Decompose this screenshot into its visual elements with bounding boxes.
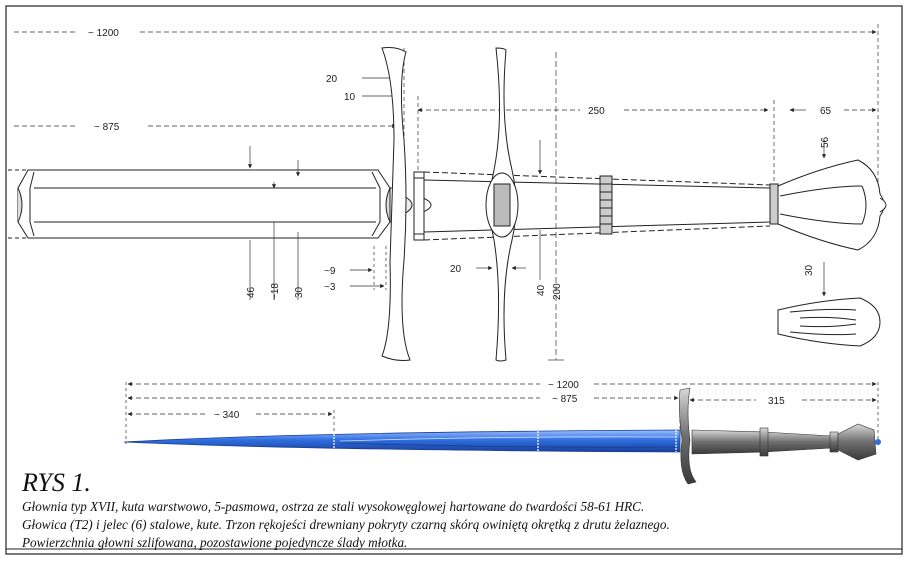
dim-pommel-56: 56 [820,136,831,148]
caption-line-2: Głowica (T2) i jelec (6) stalowe, kute. … [22,517,670,532]
dim-blade-bottom: ~ 875 [552,394,578,405]
dim-blade-18: ~18 [270,283,281,300]
sword-blade [123,429,681,453]
dim-blade-30: 30 [294,286,305,298]
caption-line-3: Powierzchnia głowni szlifowana, pozostaw… [22,535,408,550]
dim-blade-46: 46 [246,286,257,298]
sheet-border [5,5,903,555]
sword-pommel [837,423,877,461]
caption-line-1: Głownia typ XVII, kuta warstwowo, 5-pasm… [22,499,645,514]
dim-ricasso-3: ~3 [324,282,336,293]
dim-grip-250: 250 [588,106,605,117]
dim-overall-bottom: ~ 1200 [548,380,579,391]
figure-title: RYS 1. [22,468,91,497]
dim-ricasso-9: ~9 [324,266,336,277]
colored-sword [123,387,881,485]
dim-guard-20: 20 [450,264,462,275]
dim-overall-top: ~ 1200 [88,28,119,39]
lower-dimension-lines [247,52,827,361]
figure-caption: RYS 1. Głownia typ XVII, kuta warstwowo,… [22,468,902,552]
dim-guard-200: 200 [552,283,563,300]
dim-blade-top: ~ 875 [94,122,120,133]
dim-hilt-315: 315 [768,396,785,407]
dim-pommel-65: 65 [820,106,832,117]
dim-cross-10: 10 [344,92,356,103]
dim-pommel-30: 30 [804,264,815,276]
top-sword-outline [8,47,887,362]
dim-cross-20: 20 [326,74,338,85]
sword-crossguard [679,387,697,485]
top-dimension-lines [14,24,879,196]
dim-guard-40: 40 [536,284,547,296]
dim-fuller-340: ~ 340 [214,410,240,421]
